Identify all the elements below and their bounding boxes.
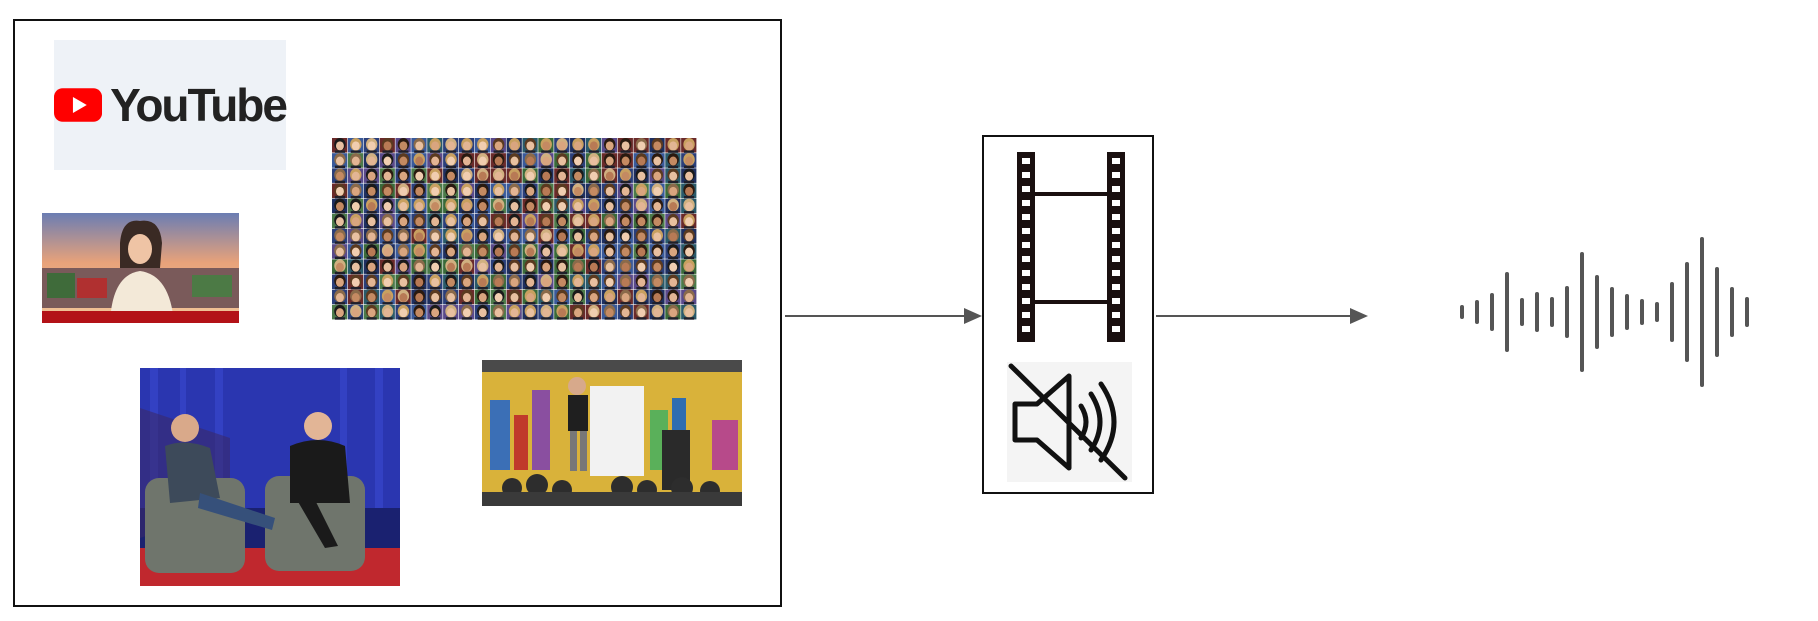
arrow-head-1 bbox=[964, 308, 982, 324]
waveform-bar bbox=[1610, 287, 1614, 337]
news-anchor-thumbnail bbox=[42, 213, 239, 323]
waveform-bar bbox=[1475, 300, 1479, 324]
youtube-wordmark: YouTube bbox=[110, 79, 288, 131]
stage-interview-thumbnail bbox=[140, 368, 400, 586]
arrow-to-silent-video bbox=[785, 315, 965, 317]
waveform-bar bbox=[1700, 237, 1704, 387]
waveform-bar bbox=[1535, 292, 1539, 332]
waveform-bar bbox=[1460, 305, 1464, 319]
waveform-bar bbox=[1520, 298, 1524, 326]
waveform-bar bbox=[1670, 282, 1674, 342]
waveform-bar bbox=[1505, 272, 1509, 352]
waveform-bar bbox=[1655, 302, 1659, 322]
waveform-bar bbox=[1715, 267, 1719, 357]
film-strip-icon bbox=[1017, 152, 1125, 342]
speaker-muted-icon bbox=[1007, 362, 1132, 482]
audio-waveform-icon bbox=[1450, 232, 1750, 392]
waveform-bar bbox=[1490, 293, 1494, 331]
waveform-bar bbox=[1565, 286, 1569, 338]
waveform-bar bbox=[1580, 252, 1584, 372]
play-icon bbox=[54, 88, 103, 122]
youtube-logo: YouTube bbox=[54, 40, 288, 170]
waveform-bar bbox=[1685, 262, 1689, 362]
arrow-to-audio bbox=[1156, 315, 1351, 317]
waveform-bar bbox=[1550, 297, 1554, 327]
waveform-bar bbox=[1625, 294, 1629, 330]
waveform-bar bbox=[1640, 299, 1644, 325]
arrow-head-2 bbox=[1350, 308, 1368, 324]
face-grid-dataset bbox=[332, 138, 697, 320]
lecture-thumbnail bbox=[482, 360, 742, 506]
waveform-bar bbox=[1745, 297, 1749, 327]
waveform-bar bbox=[1730, 287, 1734, 337]
waveform-bar bbox=[1595, 275, 1599, 349]
